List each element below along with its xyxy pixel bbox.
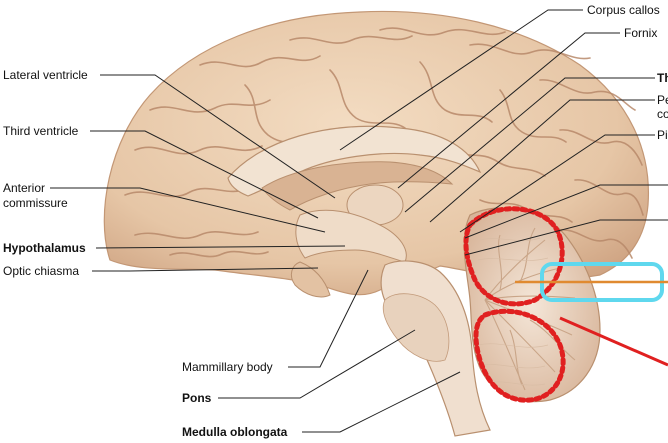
label-pons: Pons xyxy=(182,391,212,405)
label-anterior-commissure-line1: Anterior xyxy=(3,181,46,195)
label-corpus-callosum: Corpus callos xyxy=(587,3,660,17)
label-optic-chiasma: Optic chiasma xyxy=(3,264,80,278)
label-anterior-commissure-line2: commissure xyxy=(3,196,68,210)
cerebellum-lower-highlight xyxy=(473,308,566,403)
label-th-partial: Th xyxy=(657,71,668,85)
label-third-ventricle: Third ventricle xyxy=(3,124,79,138)
lateral-ventricle-area xyxy=(261,161,454,211)
label-pi-partial: Pi xyxy=(657,128,668,142)
label-medulla-oblongata: Medulla oblongata xyxy=(182,425,288,439)
diencephalon xyxy=(295,209,407,263)
label-co-partial: co xyxy=(657,107,668,121)
label-fornix: Fornix xyxy=(624,26,658,40)
label-pe-partial: Pe xyxy=(657,93,668,107)
label-mammillary-body: Mammillary body xyxy=(182,360,273,374)
cerebellum xyxy=(463,207,601,403)
label-lateral-ventricle: Lateral ventricle xyxy=(3,68,88,82)
label-hypothalamus: Hypothalamus xyxy=(3,241,86,255)
leader-lines xyxy=(50,9,668,433)
sulci-texture xyxy=(124,27,644,259)
